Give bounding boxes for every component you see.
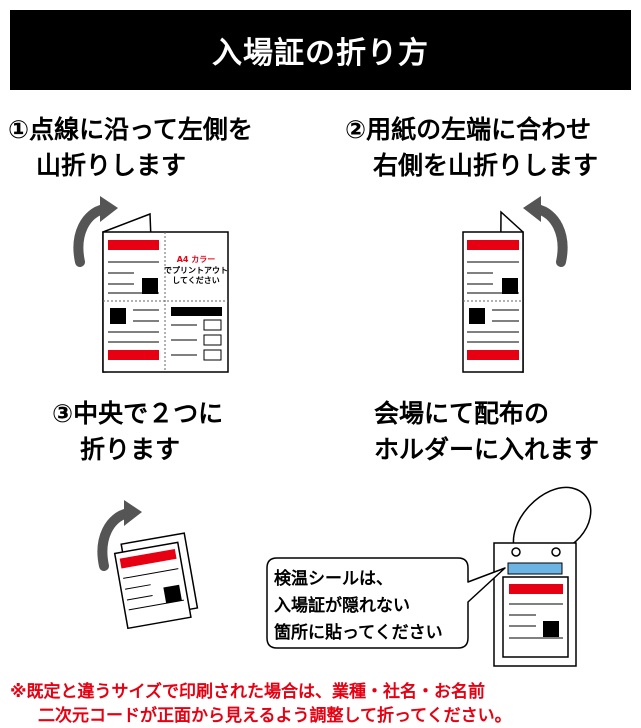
step-2-sheet [462, 210, 524, 373]
qr-code [469, 308, 485, 324]
red-band [108, 350, 159, 360]
qr-code [142, 278, 158, 294]
red-band [467, 350, 519, 360]
red-band [467, 240, 519, 250]
holder-band [507, 562, 563, 575]
step-1-text: ①点線に沿って左側を 山折りします [8, 112, 253, 184]
callout-text: 検温シールは、 入場証が隠れない 箇所に貼ってください [274, 566, 443, 647]
header-bar: 入場証の折り方 [10, 10, 631, 90]
callout-line-1: 検温シールは、 [274, 569, 393, 589]
lanyard-holder [493, 486, 592, 667]
step-2-text: ②用紙の左端に合わせ 右側を山折りします [345, 112, 598, 184]
step-2-line-1: ②用紙の左端に合わせ [345, 115, 592, 144]
step-2-line-2: 右側を山折りします [373, 151, 599, 180]
curved-arrow-icon [73, 196, 118, 267]
step-4-line-1: 会場にて配布の [374, 399, 550, 428]
step-3-sheet [113, 532, 199, 630]
sheet-sub-2: してください [172, 276, 220, 285]
red-band [509, 584, 563, 594]
step-4-text: 会場にて配布の ホルダーに入れます [374, 396, 599, 468]
step-1-line-2: 山折りします [36, 151, 187, 180]
red-band [119, 548, 177, 569]
qr-code [543, 621, 559, 637]
callout-line-3: 箇所に貼ってください [274, 623, 443, 643]
qr-code [110, 308, 126, 324]
callout-bubble [266, 557, 506, 649]
sheet-sub-1: でプリントアウト [164, 265, 228, 275]
lanyard-string [512, 486, 592, 553]
step-3-text: ③中央で２つに 折ります [52, 396, 223, 468]
footnote-line-1: ※既定と違うサイズで印刷された場合は、業種・社名・お名前 [10, 682, 486, 702]
curved-arrow-icon [97, 500, 142, 571]
qr-code [163, 584, 182, 604]
black-band [171, 307, 222, 316]
sheet-label: A4 カラー [177, 255, 216, 264]
step-1-sheet: A4 カラー でプリントアウト してください [102, 212, 229, 373]
page-title: 入場証の折り方 [212, 36, 429, 71]
step-4-line-2: ホルダーに入れます [374, 435, 600, 464]
footnote-line-2: 二次元コードが正面から見えるよう調整して折ってください。 [38, 706, 512, 726]
step-3-line-1: ③中央で２つに [52, 399, 224, 428]
step-1-line-1: ①点線に沿って左側を [8, 115, 253, 144]
callout-line-2: 入場証が隠れない [274, 596, 410, 616]
sheet-body [462, 231, 524, 373]
footnote: ※既定と違うサイズで印刷された場合は、業種・社名・お名前 二次元コードが正面から… [10, 680, 512, 728]
red-band [108, 240, 159, 250]
curved-arrow-icon [523, 196, 568, 267]
step-3-line-2: 折ります [80, 435, 181, 464]
qr-code [502, 278, 518, 294]
